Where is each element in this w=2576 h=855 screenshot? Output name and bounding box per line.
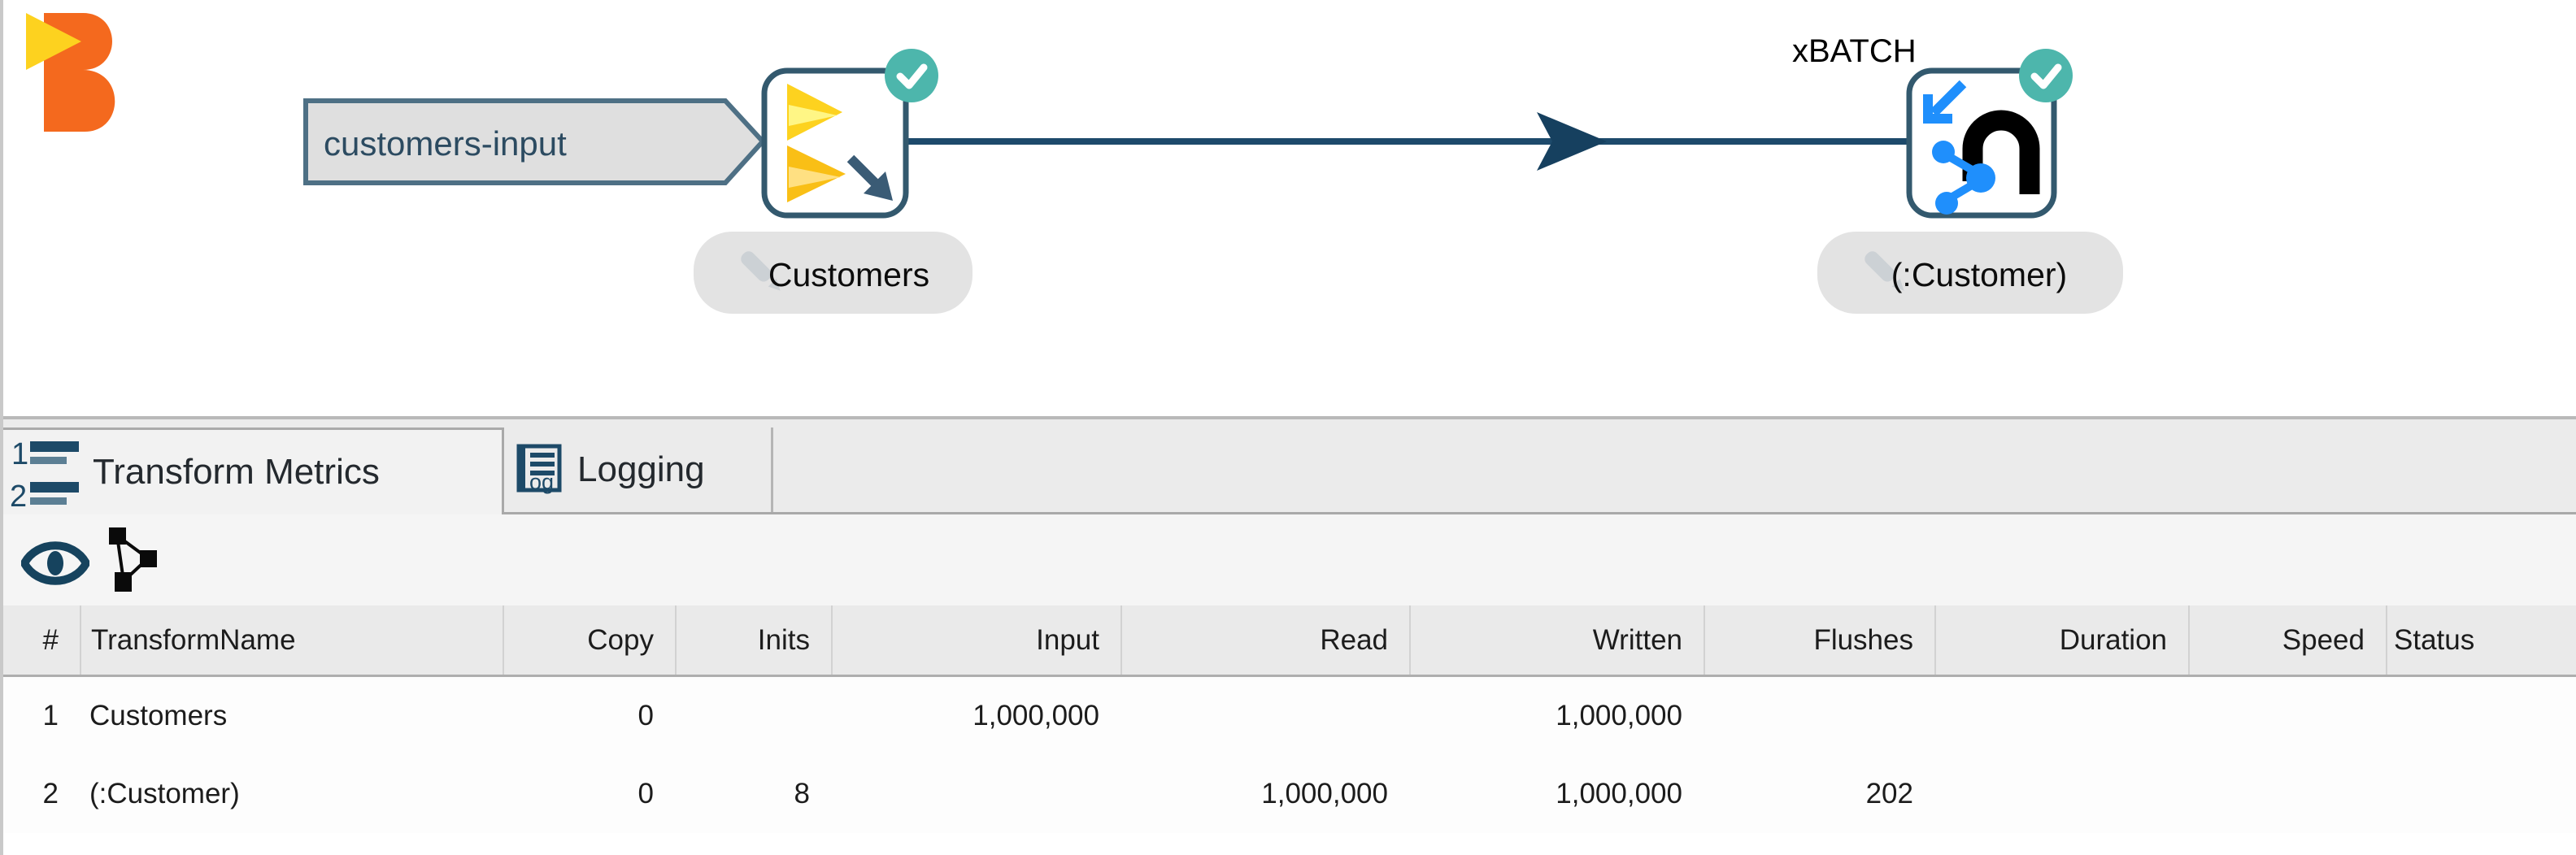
node-label-text: Customers — [768, 256, 929, 293]
column-header-speed[interactable]: Speed — [2188, 605, 2386, 675]
node-label-customer-pattern[interactable]: (:Customer) — [1817, 232, 2123, 314]
cell-name: Customers — [80, 677, 503, 755]
hop-edge[interactable] — [907, 112, 1911, 171]
column-header-copy[interactable]: Copy — [503, 605, 675, 675]
cell-input — [831, 755, 1120, 833]
cell-name: (:Customer) — [80, 755, 503, 833]
svg-text:og: og — [529, 470, 554, 494]
tab-label: Transform Metrics — [93, 452, 380, 492]
bottom-panel-tabbar: 1 2 Transform Metrics og Logging — [3, 419, 2576, 514]
column-header-transformname[interactable]: TransformName — [80, 605, 503, 675]
cell-read — [1120, 677, 1409, 755]
cell-written: 1,000,000 — [1409, 677, 1704, 755]
transform-node-customers[interactable] — [26, 13, 938, 219]
transform-node-neo4j-output[interactable] — [1906, 49, 2073, 219]
beam-b-icon — [26, 13, 894, 202]
cell-num: 2 — [3, 755, 80, 833]
column-header-written[interactable]: Written — [1409, 605, 1704, 675]
node-label-text: (:Customer) — [1891, 256, 2067, 293]
success-check-badge — [2019, 49, 2073, 102]
cell-copy: 0 — [503, 755, 675, 833]
cell-input: 1,000,000 — [831, 677, 1120, 755]
success-check-badge — [885, 49, 938, 102]
neo4j-output-icon — [1923, 80, 2040, 215]
node-annotation: xBATCH — [1792, 33, 1917, 69]
cell-duration — [1934, 677, 2188, 755]
cell-read: 1,000,000 — [1120, 755, 1409, 833]
input-hop-flag[interactable]: customers-input — [303, 98, 767, 185]
svg-text:1: 1 — [11, 437, 28, 471]
transform-metrics-table: # TransformName Copy Inits Input Read Wr… — [3, 605, 2576, 833]
column-header-inits[interactable]: Inits — [675, 605, 831, 675]
column-header-status[interactable]: Status — [2386, 605, 2576, 675]
cell-inits: 8 — [675, 755, 831, 833]
column-header-input[interactable]: Input — [831, 605, 1120, 675]
cell-num: 1 — [3, 677, 80, 755]
cell-duration — [1934, 755, 2188, 833]
column-header-duration[interactable]: Duration — [1934, 605, 2188, 675]
tab-transform-metrics[interactable]: 1 2 Transform Metrics — [3, 428, 504, 514]
table-header-row: # TransformName Copy Inits Input Read Wr… — [3, 605, 2576, 677]
graph-topology-icon[interactable] — [101, 526, 161, 594]
column-header-flushes[interactable]: Flushes — [1704, 605, 1934, 675]
tab-logging[interactable]: og Logging — [504, 428, 773, 512]
table-row[interactable]: 2 (:Customer) 0 8 1,000,000 1,000,000 20… — [3, 755, 2576, 833]
cell-status — [2386, 677, 2576, 755]
hop-edge-arrowhead — [1537, 112, 1607, 171]
column-header-read[interactable]: Read — [1120, 605, 1409, 675]
cell-speed — [2188, 755, 2386, 833]
pipeline-canvas[interactable]: customers-input — [3, 0, 2576, 419]
cell-flushes: 202 — [1704, 755, 1934, 833]
metrics-toolbar — [3, 514, 2576, 605]
preview-eye-icon[interactable] — [21, 536, 89, 591]
log-icon: og — [516, 444, 562, 494]
input-hop-label: customers-input — [324, 124, 567, 163]
table-row[interactable]: 1 Customers 0 1,000,000 1,000,000 — [3, 677, 2576, 755]
cell-copy: 0 — [503, 677, 675, 755]
cell-inits — [675, 677, 831, 755]
svg-text:2: 2 — [10, 480, 27, 510]
input-arrow-icon — [840, 148, 894, 202]
tabbar-divider — [504, 512, 2576, 514]
cell-status — [2386, 755, 2576, 833]
cell-speed — [2188, 677, 2386, 755]
tab-label: Logging — [577, 449, 705, 489]
cell-flushes — [1704, 677, 1934, 755]
node-label-customers[interactable]: Customers — [694, 232, 973, 314]
column-header-num[interactable]: # — [42, 624, 59, 656]
numbered-list-icon: 1 2 — [10, 437, 79, 510]
cell-written: 1,000,000 — [1409, 755, 1704, 833]
